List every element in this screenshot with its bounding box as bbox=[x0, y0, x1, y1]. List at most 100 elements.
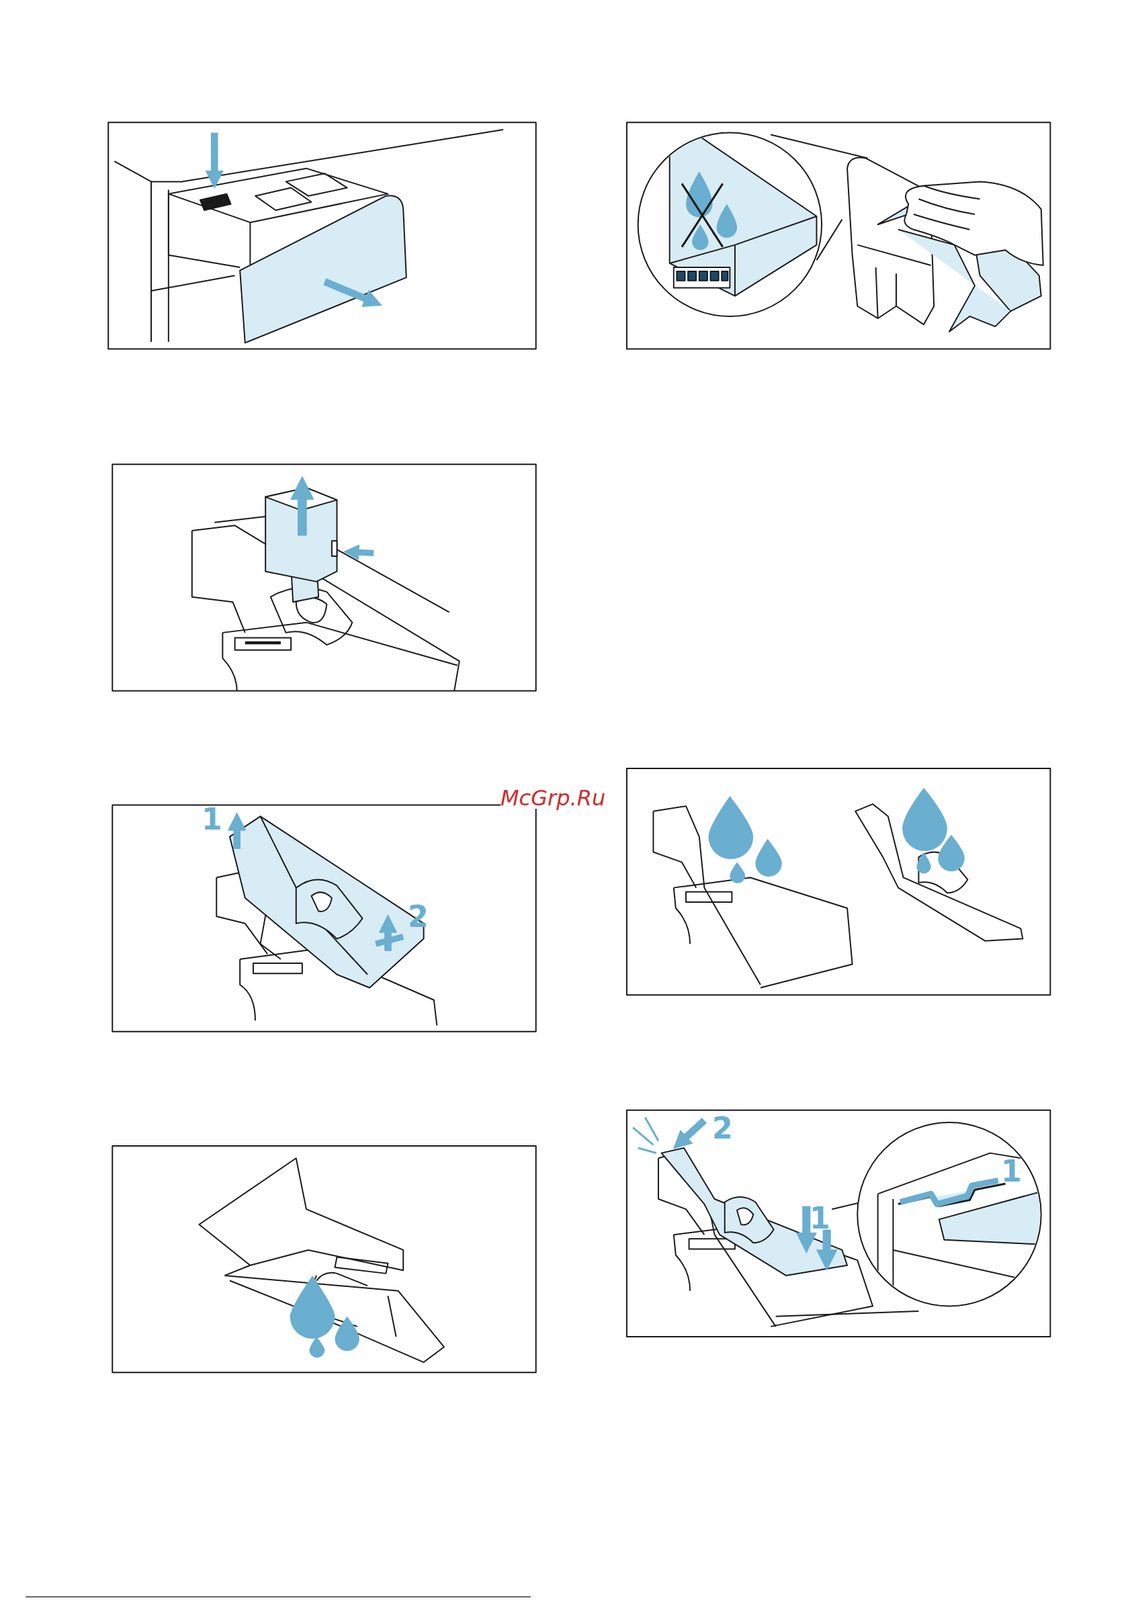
panel-open-drawer-part bbox=[324, 281, 374, 302]
panel-rinse-parts bbox=[626, 768, 1051, 995]
panel-wipe-dry-part bbox=[676, 271, 685, 281]
panel-rinse-parts-part bbox=[937, 835, 965, 873]
panel-rinse-drawer-part bbox=[112, 1146, 536, 1373]
panel-rinse-parts-part bbox=[653, 811, 697, 889]
callout-number: 1 bbox=[1001, 1156, 1022, 1187]
panel-wipe-dry-part bbox=[699, 271, 708, 281]
panel-reinsert-part bbox=[892, 1250, 1051, 1286]
panel-open-drawer-part bbox=[168, 194, 240, 268]
panel-reinsert-part bbox=[892, 1199, 894, 1327]
panel-remove-insert-part bbox=[351, 552, 374, 554]
panel-reinsert-part bbox=[661, 1148, 848, 1276]
panel-reinsert-part bbox=[802, 1206, 811, 1244]
panel-reinsert-part bbox=[724, 1197, 774, 1243]
panel-rinse-parts-part bbox=[755, 839, 782, 877]
panel-wipe-dry bbox=[626, 122, 1051, 349]
panel-lift-insert-part bbox=[260, 816, 369, 975]
panel-open-drawer-part bbox=[239, 195, 407, 343]
panel-reinsert-part bbox=[736, 1207, 754, 1225]
panel-rinse-parts-part bbox=[626, 768, 1051, 995]
panel-open-drawer-part bbox=[249, 222, 251, 268]
panel-lift-insert bbox=[112, 805, 536, 1032]
panel-remove-insert-part bbox=[222, 622, 457, 666]
panel-wipe-dry-part bbox=[681, 183, 723, 247]
panel-lift-insert-part bbox=[112, 805, 536, 1032]
panel-rinse-parts-part bbox=[708, 796, 754, 860]
panel-wipe-dry-part bbox=[669, 216, 817, 264]
panel-rinse-drawer-part bbox=[224, 1265, 250, 1276]
panel-wipe-dry-part bbox=[669, 132, 817, 296]
panel-rinse-parts-part bbox=[918, 837, 939, 850]
panel-open-drawer-part bbox=[151, 129, 504, 182]
panel-reinsert-part bbox=[775, 1311, 920, 1317]
panel-open-drawer-part bbox=[255, 188, 312, 211]
watermark: McGrp.Ru bbox=[500, 787, 606, 809]
panel-remove-insert-part bbox=[235, 637, 292, 650]
panel-open-drawer-part bbox=[286, 173, 348, 196]
panel-open-drawer-part bbox=[210, 132, 219, 180]
panel-lift-insert-part bbox=[311, 892, 332, 912]
panel-rinse-drawer-part bbox=[198, 1158, 404, 1271]
panel-lift-insert-part bbox=[229, 816, 424, 988]
panel-rinse-drawer-part bbox=[316, 1273, 368, 1286]
panel-lift-insert-part bbox=[233, 821, 241, 850]
panel-wipe-dry-part bbox=[673, 267, 731, 288]
panel-open-drawer-part bbox=[114, 161, 152, 342]
panel-rinse-drawer-part bbox=[334, 1257, 388, 1274]
panel-remove-insert-part bbox=[112, 464, 536, 691]
panel-rinse-parts-part bbox=[673, 877, 853, 988]
panel-rinse-drawer-part bbox=[224, 1275, 445, 1363]
panel-reinsert-part bbox=[877, 1193, 879, 1317]
panel-wipe-dry-part bbox=[638, 132, 822, 316]
panel-remove-insert-part bbox=[331, 540, 338, 557]
panel-wipe-dry-part bbox=[721, 271, 728, 281]
panel-rinse-parts-part bbox=[902, 788, 948, 852]
panel-rinse-drawer-part bbox=[309, 1336, 325, 1358]
panel-open-drawer-part bbox=[151, 275, 236, 291]
panel-rinse-parts-part bbox=[673, 888, 690, 945]
panel-reinsert-part bbox=[658, 1151, 776, 1327]
panel-reinsert-part bbox=[822, 1230, 832, 1262]
panel-wipe-dry-part bbox=[734, 245, 736, 297]
rule-line bbox=[25, 1596, 531, 1598]
panel-remove-insert-part bbox=[297, 487, 308, 536]
panel-wipe-dry-part bbox=[669, 132, 817, 296]
callout-number: 1 bbox=[809, 1203, 831, 1234]
panel-reinsert-part bbox=[632, 1117, 659, 1153]
panel-rinse-drawer bbox=[112, 1146, 536, 1373]
panel-reinsert-part bbox=[679, 1120, 705, 1143]
panel-lift-insert-part bbox=[296, 879, 363, 939]
panel-wipe-dry-part bbox=[913, 185, 981, 230]
callout-number: 2 bbox=[407, 902, 429, 932]
panel-remove-insert-part bbox=[265, 487, 337, 582]
panel-lift-insert-part bbox=[253, 963, 303, 974]
panel-open-drawer bbox=[108, 122, 537, 349]
panel-reinsert-part bbox=[673, 1234, 690, 1292]
panel-reinsert-part bbox=[878, 1153, 1052, 1327]
panel-rinse-parts-part bbox=[916, 851, 931, 874]
panel-remove-insert bbox=[112, 464, 536, 691]
panel-wipe-dry-part bbox=[904, 181, 1043, 266]
panel-reinsert-part bbox=[878, 1153, 1052, 1195]
callout-number: 1 bbox=[201, 804, 223, 835]
panel-rinse-parts-part bbox=[685, 892, 732, 903]
panel-reinsert bbox=[626, 1110, 1052, 1337]
panel-open-drawer-part bbox=[108, 122, 537, 349]
panel-rinse-parts-part bbox=[729, 862, 746, 884]
panel-remove-insert-part bbox=[296, 597, 328, 623]
panel-open-drawer-part bbox=[200, 194, 232, 211]
panel-remove-insert-part bbox=[245, 641, 281, 645]
panel-rinse-drawer-part bbox=[290, 1275, 336, 1339]
panel-reinsert-part bbox=[900, 1181, 999, 1205]
callout-number: 2 bbox=[712, 1113, 733, 1144]
panel-wipe-dry-part bbox=[876, 267, 897, 319]
panel-wipe-dry-part bbox=[857, 245, 931, 266]
panel-wipe-dry-part bbox=[716, 204, 737, 238]
panel-remove-insert-part bbox=[192, 530, 246, 633]
panel-wipe-dry-part bbox=[626, 122, 1051, 349]
panel-rinse-drawer-part bbox=[387, 1295, 396, 1337]
panel-wipe-dry-part bbox=[710, 271, 719, 281]
panel-rinse-drawer-part bbox=[334, 1316, 359, 1352]
panel-lift-insert-part bbox=[375, 937, 404, 945]
panel-wipe-dry-part bbox=[687, 271, 697, 281]
